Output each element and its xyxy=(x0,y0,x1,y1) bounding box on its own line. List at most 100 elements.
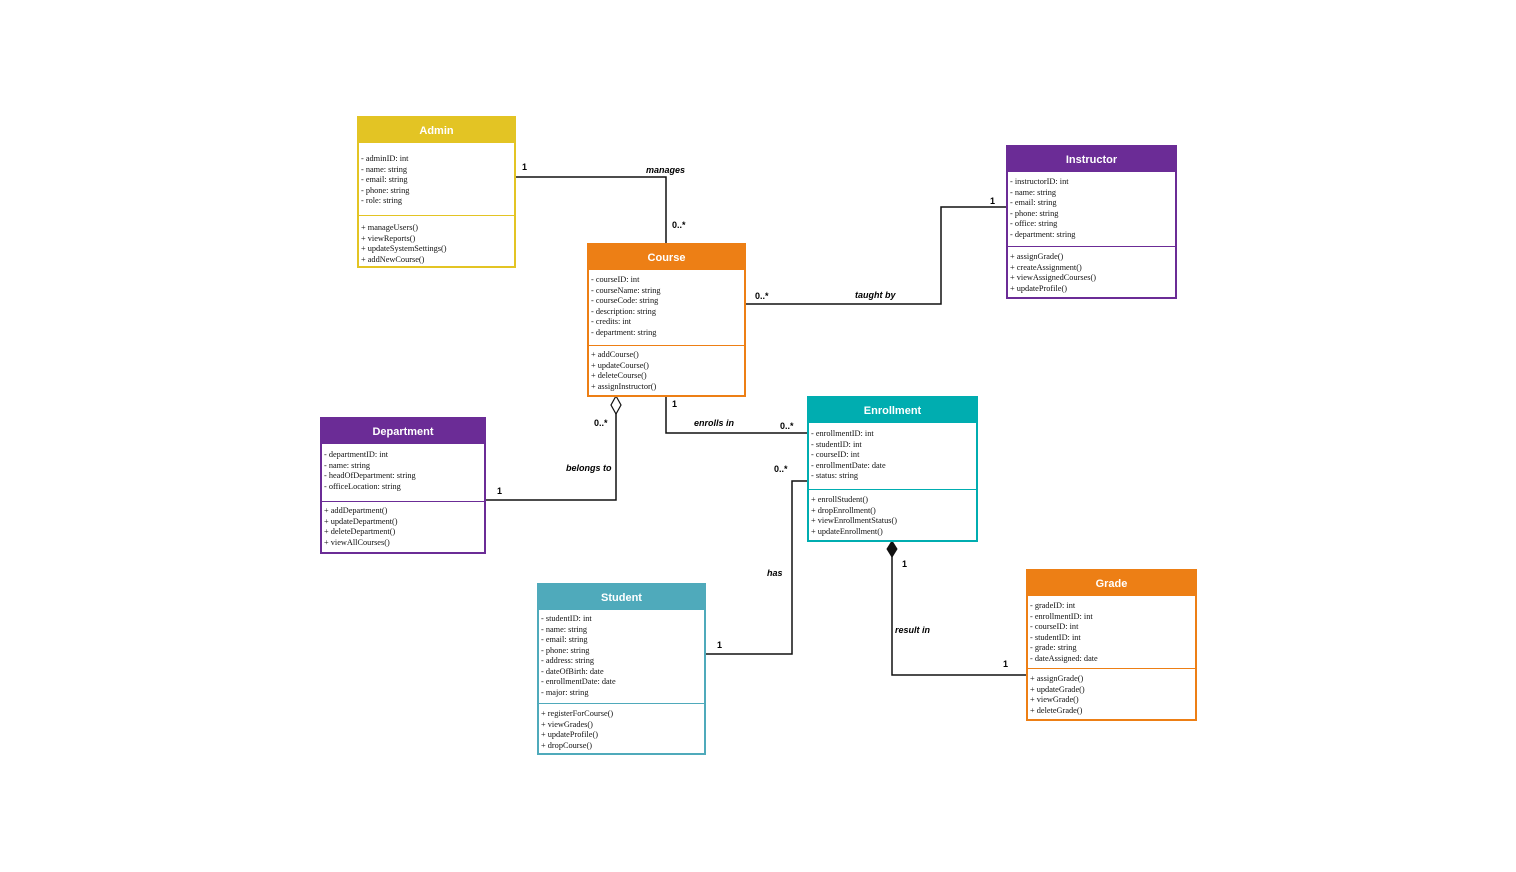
attribute-item: - department: string xyxy=(591,327,657,337)
method-item: + assignGrade() xyxy=(1010,252,1064,261)
attribute-item: - courseID: int xyxy=(811,450,860,459)
attribute-item: - studentID: int xyxy=(541,614,592,623)
attribute-item: - departmentID: int xyxy=(324,450,389,459)
method-item: + updateProfile() xyxy=(1010,283,1067,293)
label-result-in: result in xyxy=(895,625,931,635)
mult-has-target: 1 xyxy=(717,640,723,650)
class-course[interactable]: Course - courseID: int- courseName: stri… xyxy=(587,243,746,397)
class-name-enrollment: Enrollment xyxy=(863,404,922,417)
method-item: + addCourse() xyxy=(591,350,639,359)
label-manages: manages xyxy=(646,165,686,175)
attributes-section: - adminID: int- name: string- email: str… xyxy=(359,143,514,216)
class-admin[interactable]: Admin - adminID: int- name: string- emai… xyxy=(357,116,516,268)
method-item: + enrollStudent() xyxy=(811,495,868,504)
mult-has-source: 0..* xyxy=(774,464,788,474)
method-item: + viewGrade() xyxy=(1030,695,1079,704)
class-enrollment[interactable]: Enrollment - enrollmentID: int- studentI… xyxy=(807,396,978,542)
edge-enrolls-in xyxy=(665,397,808,434)
mult-belongs-to-source: 0..* xyxy=(594,418,608,428)
attribute-item: - instructorID: int xyxy=(1010,177,1069,186)
attributes-section: - courseID: int- courseName: string- cou… xyxy=(589,270,744,346)
attribute-item: - enrollmentID: int xyxy=(811,429,874,438)
class-header: Course xyxy=(589,245,744,270)
attribute-item: - name: string xyxy=(1010,187,1057,197)
class-header: Grade xyxy=(1028,571,1195,596)
method-item: + viewEnrollmentStatus() xyxy=(811,516,898,525)
attribute-item: - major: string xyxy=(541,687,589,697)
attribute-item: - phone: string xyxy=(1010,208,1059,218)
attribute-item: - email: string xyxy=(361,175,408,184)
class-header: Admin xyxy=(359,118,514,143)
attribute-item: - enrollmentDate: date xyxy=(541,677,616,686)
attribute-item: - name: string xyxy=(541,624,588,634)
class-name-instructor: Instructor xyxy=(1065,153,1118,166)
attribute-item: - officeLocation: string xyxy=(324,481,401,491)
methods-section: + manageUsers()+ viewReports()+ updateSy… xyxy=(359,216,514,265)
method-item: + updateGrade() xyxy=(1030,684,1085,694)
attribute-item: - phone: string xyxy=(541,645,590,655)
class-name-course: Course xyxy=(647,251,686,264)
edge-result-in xyxy=(891,556,1026,676)
attribute-item: - courseID: int xyxy=(591,275,640,284)
attribute-item: - studentID: int xyxy=(1030,632,1081,642)
attribute-item: - credits: int xyxy=(591,317,632,326)
method-item: + deleteCourse() xyxy=(591,371,647,380)
mult-taught-by-source: 0..* xyxy=(755,291,769,301)
mult-enrolls-in-source: 1 xyxy=(672,399,678,409)
method-item: + viewGrades() xyxy=(541,719,593,729)
mult-belongs-to-target: 1 xyxy=(497,486,503,496)
attribute-item: - phone: string xyxy=(361,185,410,195)
class-name-grade: Grade xyxy=(1095,577,1128,590)
method-item: + assignGrade() xyxy=(1030,674,1084,683)
label-enrolls-in: enrolls in xyxy=(694,418,735,428)
method-item: + dropEnrollment() xyxy=(811,505,876,515)
attribute-item: - description: string xyxy=(591,306,656,316)
method-item: + dropCourse() xyxy=(541,740,592,750)
class-student[interactable]: Student - studentID: int- name: string- … xyxy=(537,583,706,755)
label-belongs-to: belongs to xyxy=(566,463,612,473)
attribute-item: - adminID: int xyxy=(361,154,409,163)
method-item: + viewAllCourses() xyxy=(324,537,390,547)
method-item: + deleteDepartment() xyxy=(324,527,396,536)
attribute-item: - status: string xyxy=(811,471,859,480)
attribute-item: - enrollmentDate: date xyxy=(811,460,886,470)
method-item: + updateEnrollment() xyxy=(811,526,883,536)
class-instructor[interactable]: Instructor - instructorID: int- name: st… xyxy=(1006,145,1177,299)
attribute-item: - courseCode: string xyxy=(591,296,659,305)
attribute-item: - dateOfBirth: date xyxy=(541,666,604,676)
method-item: + addDepartment() xyxy=(324,506,388,515)
methods-section: + addCourse()+ updateCourse()+ deleteCou… xyxy=(589,346,744,392)
attribute-item: - name: string xyxy=(361,164,408,174)
attribute-item: - grade: string xyxy=(1030,643,1077,652)
edge-manages xyxy=(516,176,667,244)
methods-section: + registerForCourse()+ viewGrades()+ upd… xyxy=(539,704,704,751)
method-item: + manageUsers() xyxy=(361,223,418,232)
methods-section: + addDepartment()+ updateDepartment()+ d… xyxy=(322,502,484,548)
class-name-department: Department xyxy=(372,425,434,438)
attribute-item: - headOfDepartment: string xyxy=(324,471,416,480)
class-grade[interactable]: Grade - gradeID: int- enrollmentID: int-… xyxy=(1026,569,1197,721)
attributes-section: - gradeID: int- enrollmentID: int- cours… xyxy=(1028,596,1195,669)
attribute-item: - address: string xyxy=(541,656,594,665)
mult-result-in-target: 1 xyxy=(1003,659,1009,669)
method-item: + viewReports() xyxy=(361,233,416,243)
attribute-item: - enrollmentID: int xyxy=(1030,611,1093,621)
attributes-section: - instructorID: int- name: string- email… xyxy=(1008,172,1175,247)
class-department[interactable]: Department - departmentID: int- name: st… xyxy=(320,417,486,554)
aggregation-diamond xyxy=(610,394,622,416)
mult-manages-source: 1 xyxy=(522,162,528,172)
class-header: Enrollment xyxy=(809,398,976,423)
method-item: + createAssignment() xyxy=(1010,262,1082,272)
methods-section: + assignGrade()+ updateGrade()+ viewGrad… xyxy=(1028,669,1195,716)
attribute-item: - courseID: int xyxy=(1030,622,1079,631)
class-header: Instructor xyxy=(1008,147,1175,172)
mult-enrolls-in-target: 0..* xyxy=(780,421,794,431)
attribute-item: - studentID: int xyxy=(811,439,862,449)
method-item: + updateProfile() xyxy=(541,730,598,739)
attributes-section: - studentID: int- name: string- email: s… xyxy=(539,610,704,704)
class-header: Student xyxy=(539,585,704,610)
edge-has xyxy=(706,480,808,655)
class-name-admin: Admin xyxy=(419,124,454,137)
method-item: + addNewCourse() xyxy=(361,254,425,264)
